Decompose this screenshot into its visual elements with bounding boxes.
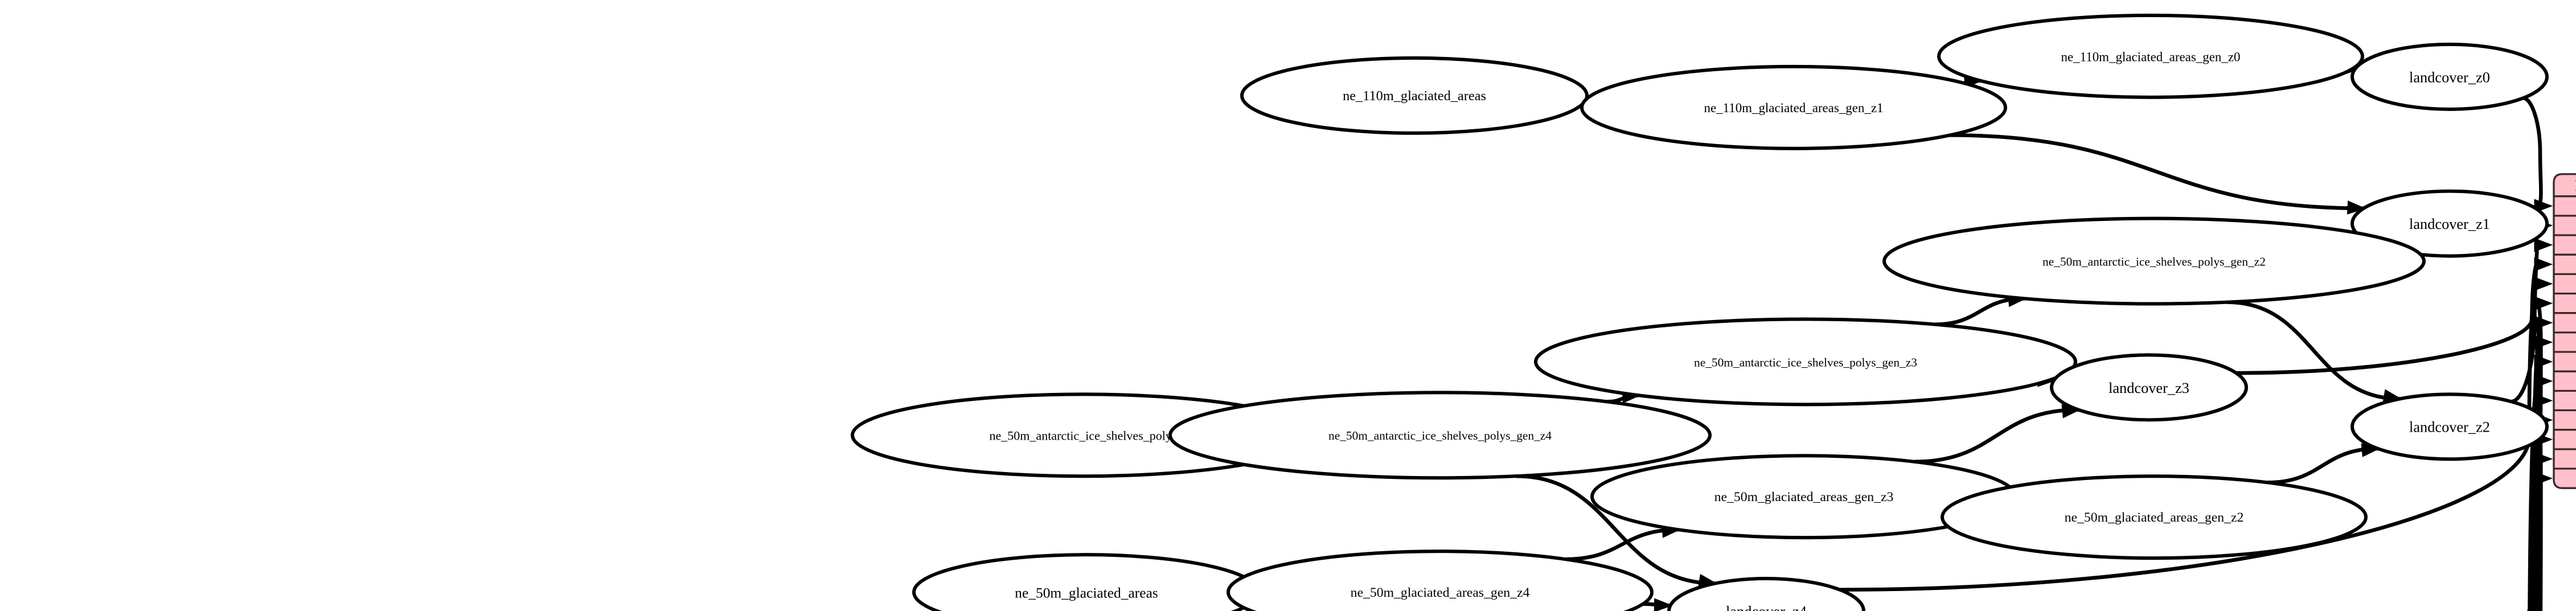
edge-osm_landcover_gen_z10-to-table-row-10 [2534, 399, 2543, 611]
node-ellipse-ne_110m_glaciated_areas_gen_z1 [1580, 64, 2007, 150]
node-ellipse-ne_50m_antarctic_ice_shelves_polys_gen_z2 [1882, 216, 2426, 306]
node-label-ne_50m_antarctic_ice_shelves_polys_gen_z3: ne_50m_antarctic_ice_shelves_polys_gen_z… [1694, 355, 1917, 369]
edge-osm_landcover_gen_z13-to-table-row-13 [2531, 457, 2539, 611]
edge-landcover_z0-to-table-row-0 [2522, 96, 2543, 208]
node-landcover_z0[interactable]: landcover_z0 [2351, 42, 2549, 111]
edge-osm_landcover_gen_z11-to-table-row-11 [2534, 418, 2541, 611]
table-header: layer_landcover [2554, 178, 2576, 198]
node-label-landcover_z1: landcover_z1 [2409, 216, 2490, 232]
node-label-ne_50m_glaciated_areas_gen_z4: ne_50m_glaciated_areas_gen_z4 [1351, 585, 1530, 600]
node-ellipse-ne_50m_glaciated_areas_gen_z4 [1227, 550, 1654, 611]
node-label-ne_110m_glaciated_areas_gen_z0: ne_110m_glaciated_areas_gen_z0 [2061, 50, 2241, 64]
node-label-landcover_z2: landcover_z2 [2409, 419, 2490, 436]
edge-arrow-icon [2534, 237, 2553, 252]
edge-ne_50m_antarctic_ice_shelves_polys_gen_z2-to-landcover_z2 [2227, 300, 2400, 401]
node-landcover_z1[interactable]: landcover_z1 [2351, 189, 2549, 258]
edge-arrow-icon [2534, 315, 2553, 330]
edge-arrow-icon [2534, 471, 2553, 486]
node-label-landcover_z0: landcover_z0 [2409, 69, 2490, 85]
edge-arrow-icon [2534, 335, 2553, 350]
edge-landcover_z3-to-table-row-3 [2236, 262, 2539, 375]
node-label-ne_50m_glaciated_areas_gen_z3: ne_50m_glaciated_areas_gen_z3 [1714, 490, 1894, 505]
table-title: layer_landcover [2575, 178, 2576, 194]
node-ne_50m_antarctic_ice_shelves_polys_gen_z3[interactable]: ne_50m_antarctic_ice_shelves_polys_gen_z… [1534, 317, 2077, 407]
node-ellipse-ne_110m_glaciated_areas [1240, 56, 1589, 135]
edge-arrow-icon [2534, 296, 2553, 310]
node-landcover_z4[interactable]: landcover_z4 [1667, 577, 1865, 611]
node-ellipse-landcover_z4 [1667, 577, 1865, 611]
node-ne_50m_antarctic_ice_shelves_polys_gen_z2[interactable]: ne_50m_antarctic_ice_shelves_polys_gen_z… [1882, 216, 2426, 306]
node-ne_110m_glaciated_areas[interactable]: ne_110m_glaciated_areas [1240, 56, 1589, 135]
edge-osm_landcover_gen_z12-to-table-row-12 [2533, 437, 2539, 611]
node-ellipse-ne_50m_glaciated_areas [912, 553, 1261, 611]
edge-arrow-icon [2534, 393, 2553, 408]
node-label-ne_50m_antarctic_ice_shelves_polys: ne_50m_antarctic_ice_shelves_polys [989, 429, 1176, 443]
node-ne_50m_glaciated_areas[interactable]: ne_50m_glaciated_areas [912, 553, 1261, 611]
node-ellipse-ne_50m_antarctic_ice_shelves_polys_gen_z3 [1534, 317, 2077, 407]
node-label-landcover_z4: landcover_z4 [1726, 603, 1807, 611]
layer-landcover-table[interactable]: layer_landcoverz0z1z2z3z4z5z6z7z8z9z10z1… [2553, 173, 2576, 489]
edge-arrow-icon [1654, 598, 1673, 611]
node-ne_50m_antarctic_ice_shelves_polys_gen_z4[interactable]: ne_50m_antarctic_ice_shelves_polys_gen_z… [1168, 391, 1712, 480]
node-ellipse-landcover_z2 [2351, 392, 2549, 461]
edge-ne_110m_glaciated_areas_gen_z1-to-landcover_z1 [1950, 133, 2364, 211]
node-label-ne_50m_antarctic_ice_shelves_polys_gen_z2: ne_50m_antarctic_ice_shelves_polys_gen_z… [2042, 255, 2266, 268]
node-label-ne_50m_glaciated_areas: ne_50m_glaciated_areas [1015, 584, 1158, 601]
edge-ne_50m_antarctic_ice_shelves_polys_gen_z4-to-landcover_z4 [1516, 474, 1716, 585]
edge-ne_50m_glaciated_areas_gen_z4-to-ne_50m_glaciated_areas_gen_z3 [1565, 527, 1679, 561]
node-label-ne_110m_glaciated_areas: ne_110m_glaciated_areas [1343, 88, 1486, 104]
node-ellipse-landcover_z0 [2351, 42, 2549, 111]
node-label-ne_50m_antarctic_ice_shelves_polys_gen_z4: ne_50m_antarctic_ice_shelves_polys_gen_z… [1328, 429, 1552, 442]
node-label-landcover_z3: landcover_z3 [2109, 380, 2189, 396]
node-ellipse-landcover_z1 [2351, 189, 2549, 258]
edge-landcover_z4-to-table-row-4 [1839, 282, 2539, 592]
node-ellipse-ne_50m_glaciated_areas_gen_z2 [1941, 474, 2368, 560]
node-ellipse-landcover_z3 [2050, 353, 2248, 422]
node-landcover_z2[interactable]: landcover_z2 [2351, 392, 2549, 461]
node-label-ne_110m_glaciated_areas_gen_z1: ne_110m_glaciated_areas_gen_z1 [1704, 101, 1884, 115]
node-ellipse-ne_110m_glaciated_areas_gen_z0 [1937, 13, 2364, 99]
edge-ne_50m_glaciated_areas_gen_z2-to-landcover_z2 [2267, 446, 2378, 485]
node-ne_50m_glaciated_areas_gen_z4[interactable]: ne_50m_glaciated_areas_gen_z4 [1227, 550, 1654, 611]
edge-arrow-icon [2534, 277, 2553, 291]
node-ne_110m_glaciated_areas_gen_z1[interactable]: ne_110m_glaciated_areas_gen_z1 [1580, 64, 2007, 150]
edge-arrow-icon [2534, 374, 2553, 388]
node-label-ne_50m_glaciated_areas_gen_z2: ne_50m_glaciated_areas_gen_z2 [2065, 510, 2244, 525]
edge-arrow-icon [2534, 354, 2553, 369]
edge-arrow-icon [2347, 200, 2366, 215]
edge-arrow-icon [2534, 452, 2553, 466]
node-landcover_z3[interactable]: landcover_z3 [2050, 353, 2248, 422]
table-container [2553, 173, 2576, 489]
node-ne_110m_glaciated_areas_gen_z0[interactable]: ne_110m_glaciated_areas_gen_z0 [1937, 13, 2364, 99]
nodes-layer: imposm3osm_landcover_polygonsimplify_vw_… [851, 13, 2549, 611]
node-ellipse-ne_50m_antarctic_ice_shelves_polys_gen_z4 [1168, 391, 1712, 480]
node-ne_50m_glaciated_areas_gen_z2[interactable]: ne_50m_glaciated_areas_gen_z2 [1941, 474, 2368, 560]
edge-arrow-icon [2534, 257, 2553, 272]
edge-ne_50m_glaciated_areas_gen_z3-to-landcover_z3 [1914, 408, 2079, 464]
